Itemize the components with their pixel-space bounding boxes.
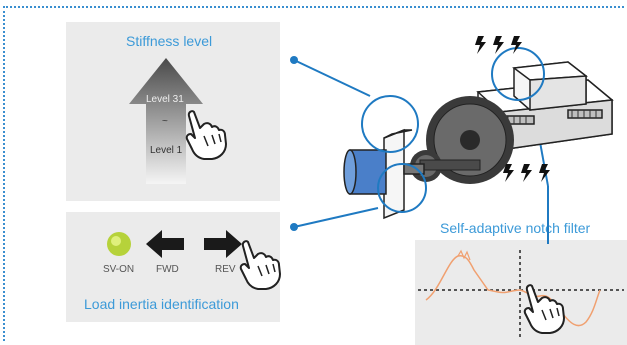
connector-dot: [290, 223, 298, 231]
level-top-label: Level 31: [146, 94, 184, 105]
notch-panel: [415, 240, 627, 345]
stiffness-arrow: [129, 58, 203, 184]
sv-on-led-icon: [107, 232, 131, 256]
notch-waveform: [418, 249, 624, 340]
diagram-frame: [3, 6, 624, 341]
rev-arrow-icon: [204, 230, 242, 258]
inertia-title: Load inertia identification: [84, 296, 239, 312]
rev-label: REV: [215, 264, 236, 275]
vibration-icon: [475, 36, 550, 182]
notch-title: Self-adaptive notch filter: [440, 220, 591, 236]
sv-on-label: SV-ON: [103, 264, 135, 275]
stiffness-title: Stiffness level: [126, 33, 213, 49]
level-mid-label: ~: [162, 116, 168, 127]
fwd-arrow-icon: [146, 230, 184, 258]
fwd-label: FWD: [156, 264, 179, 275]
hand-pointer-icon: [523, 284, 565, 334]
connector-dot: [290, 56, 298, 64]
hand-pointer-icon: [239, 240, 281, 290]
highlight-circles: [361, 47, 545, 213]
level-bottom-label: Level 1: [150, 145, 183, 156]
hand-pointer-icon: [185, 110, 227, 160]
